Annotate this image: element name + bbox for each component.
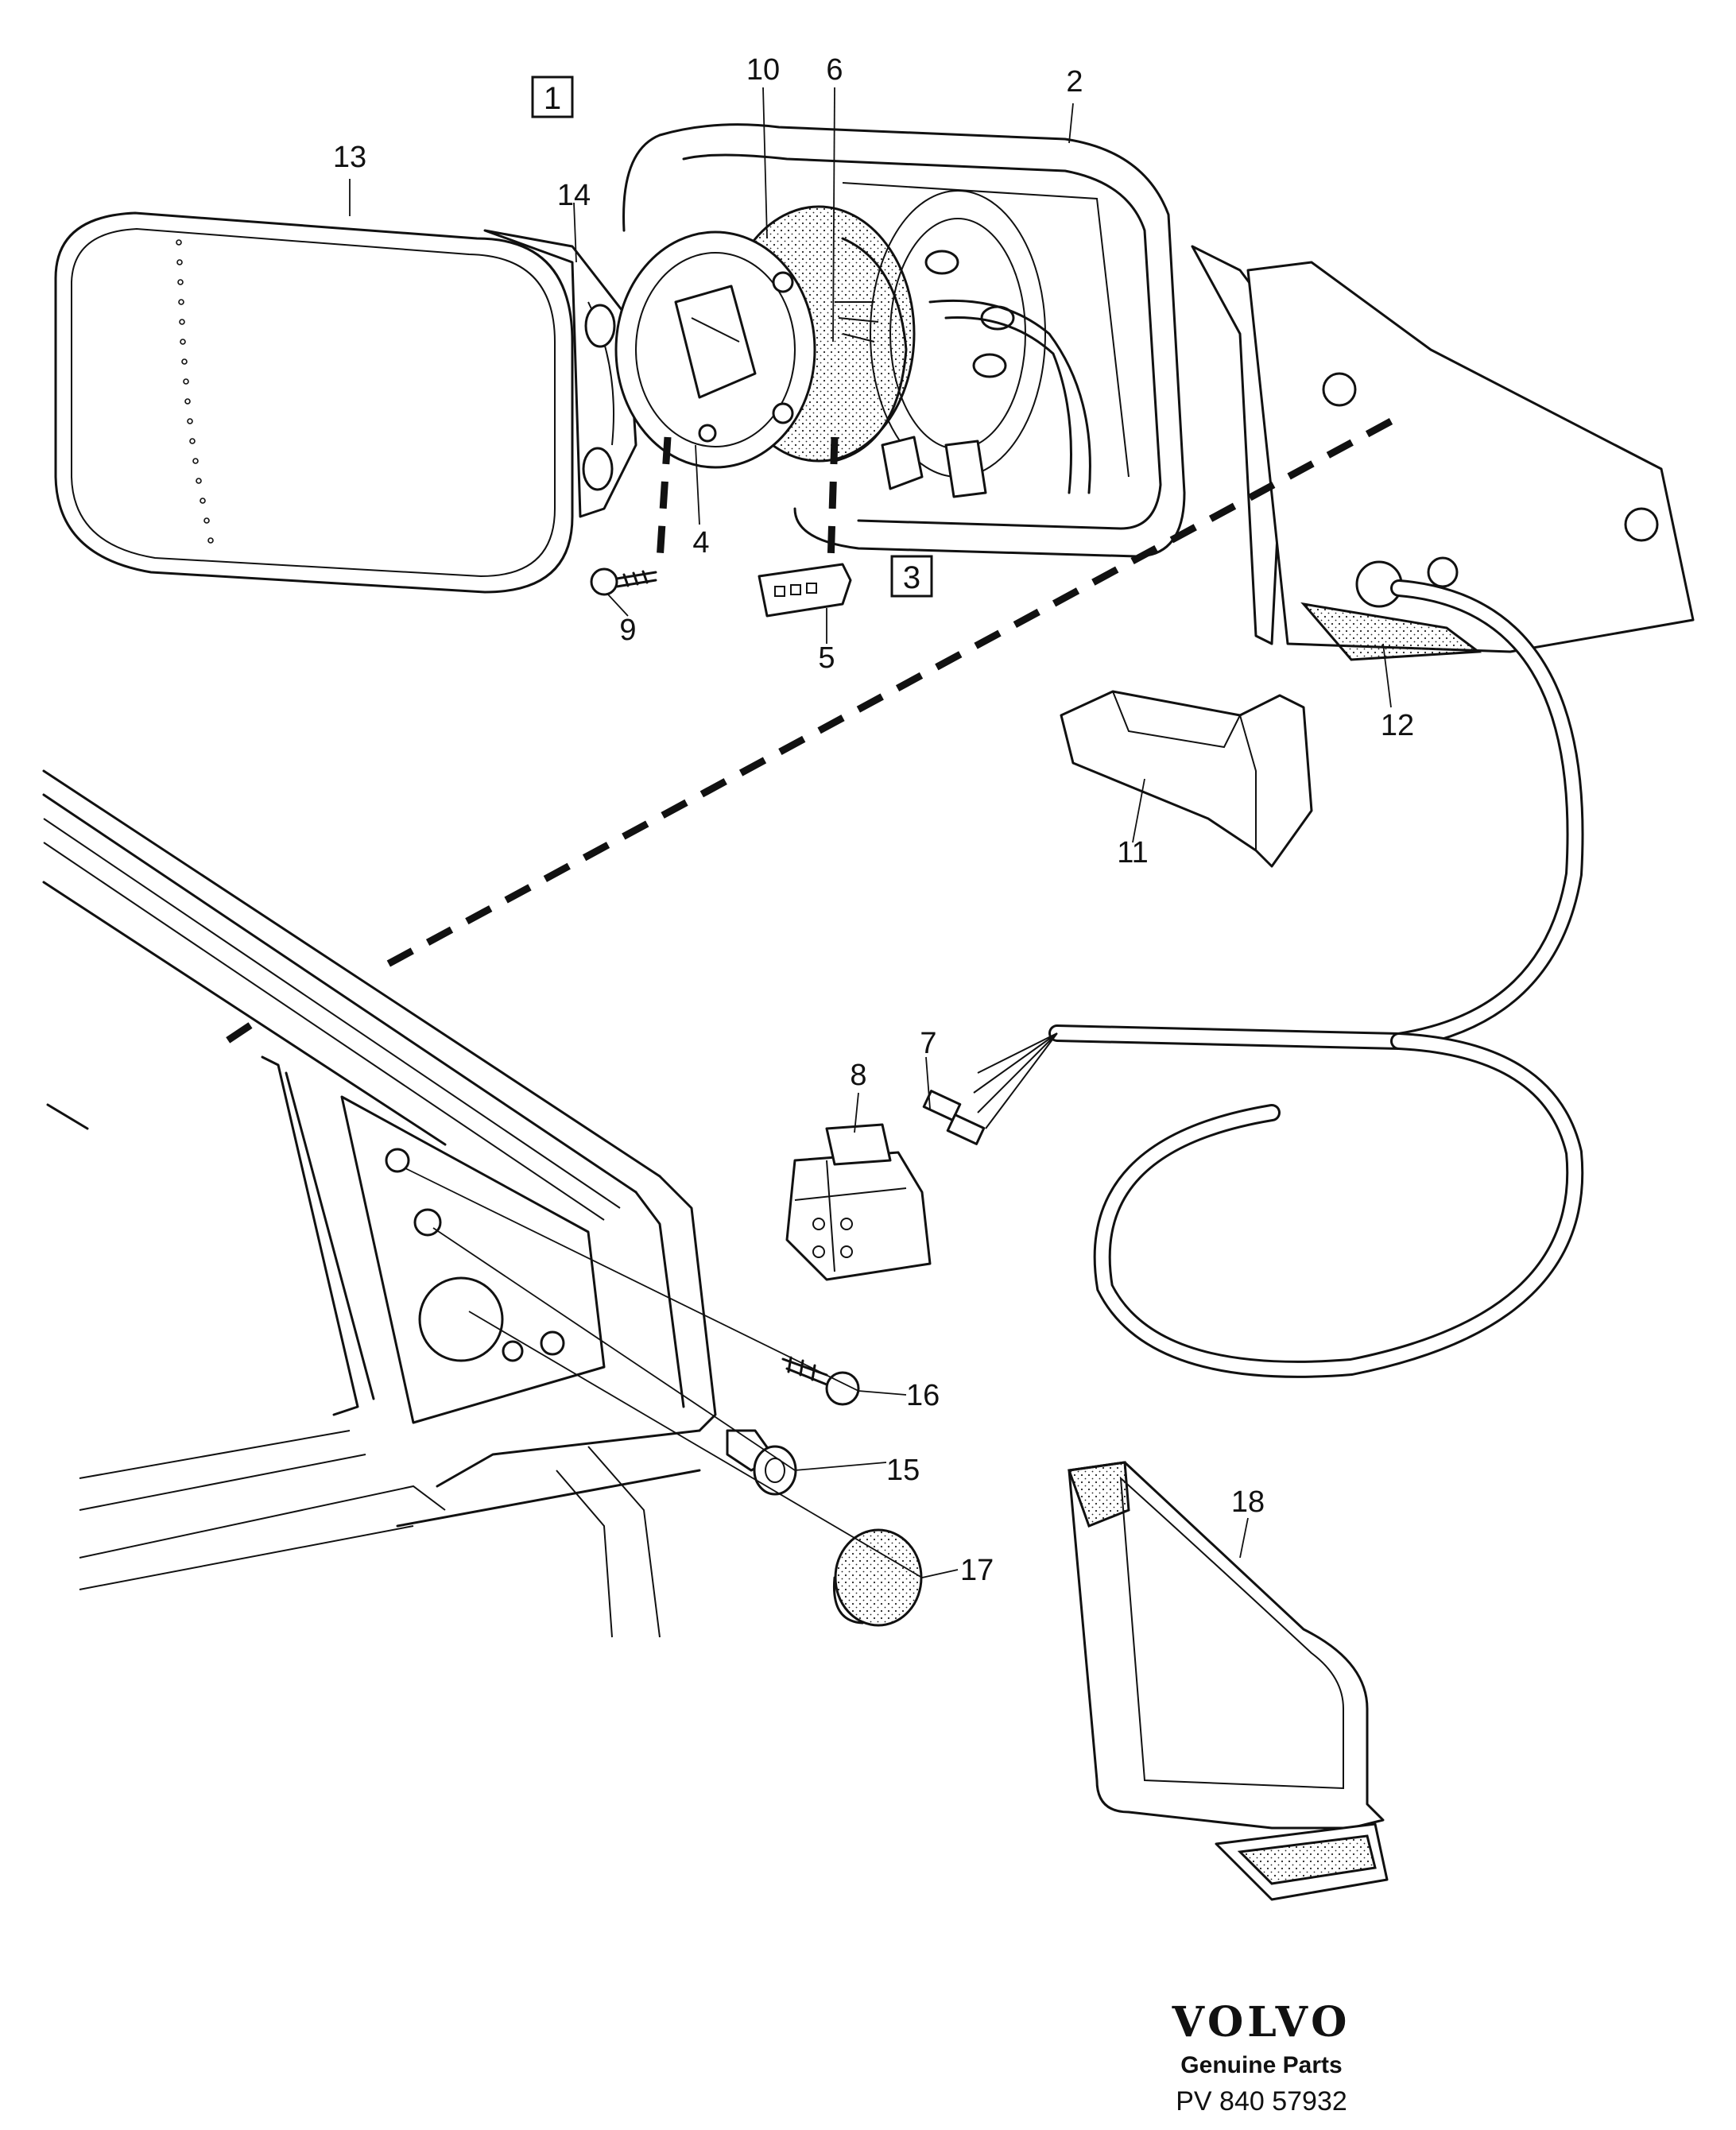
trim-panel <box>1067 1461 1389 1901</box>
assembly-dashed-lines <box>212 418 1393 1052</box>
footer-branding: VOLVO Genuine Parts PV 840 57932 <box>1172 1998 1351 2116</box>
callout-6: 6 <box>826 53 843 87</box>
connector-block <box>785 1123 932 1281</box>
part-code: PV 840 57932 <box>1176 2086 1347 2116</box>
callout-5: 5 <box>818 641 835 675</box>
callout-15: 15 <box>886 1454 920 1487</box>
nut-15 <box>726 1429 797 1496</box>
callout-7: 7 <box>920 1027 936 1060</box>
callout-16: 16 <box>906 1379 940 1412</box>
callout-12: 12 <box>1381 709 1414 742</box>
callout-labels: 1 10 6 2 13 14 4 3 9 5 12 11 7 8 16 15 1… <box>333 53 1414 1587</box>
callout-13: 13 <box>333 141 366 174</box>
wiring-harness <box>922 579 1584 1378</box>
brand-wordmark: VOLVO <box>1172 1998 1351 2047</box>
mirror-carrier <box>483 229 637 518</box>
genuine-parts-label: Genuine Parts <box>1180 2052 1342 2078</box>
mirror-housing <box>622 123 1186 558</box>
callout-10: 10 <box>746 53 780 87</box>
callout-11: 11 <box>1117 836 1148 869</box>
callout-14: 14 <box>557 179 591 212</box>
callout-4: 4 <box>692 526 709 560</box>
plug-17 <box>832 1528 923 1627</box>
leader-lines <box>349 87 1392 1578</box>
callout-box-3 <box>890 555 933 598</box>
callout-box-1 <box>531 76 574 118</box>
screw-16 <box>781 1356 860 1406</box>
callout-17: 17 <box>960 1554 994 1587</box>
small-connector <box>758 563 852 618</box>
door-frame <box>42 769 717 1638</box>
callout-2: 2 <box>1066 65 1083 99</box>
mirror-glass <box>54 211 574 594</box>
callout-8: 8 <box>850 1059 866 1092</box>
screw <box>590 567 657 596</box>
callout-18: 18 <box>1231 1485 1265 1519</box>
callout-3: 3 <box>903 560 920 595</box>
inner-cover <box>1060 690 1313 868</box>
callout-9: 9 <box>619 614 636 647</box>
motor-assembly <box>614 205 916 469</box>
mounting-plate <box>1191 245 1695 661</box>
callout-1: 1 <box>544 81 561 116</box>
